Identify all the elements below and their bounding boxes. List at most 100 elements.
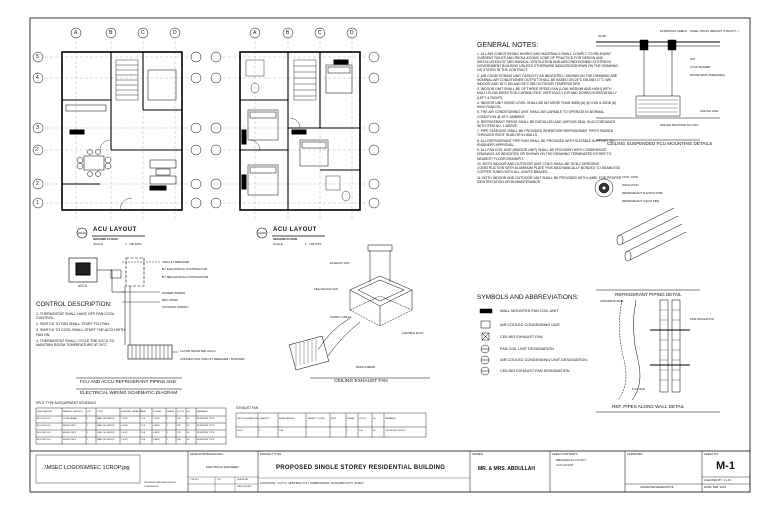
owner-rep: OWNER REPRESENTATIVE — [640, 486, 674, 489]
table-cell: WALL MOUNTED — [97, 432, 115, 434]
table-cell: BEDROOM 2 — [63, 432, 77, 434]
logo-placeholder — [35, 454, 141, 484]
table-cell: 1 — [167, 425, 169, 427]
note-item: 3. INDOOR UNIT SHALL BE OF THREE SPEED F… — [477, 87, 617, 100]
wall-label: PIPE INSULATION — [690, 317, 714, 321]
wiring-label: REF. PIPES — [162, 298, 179, 302]
table-cell: INVERTER TYPE — [197, 425, 215, 427]
fcu-label: STEEL TRUSS (ABSORT. STRUCT'L.) — [690, 29, 739, 33]
ceiling-fcu-detail — [596, 39, 720, 141]
sheet-number: M-1 — [716, 460, 735, 472]
table-cell: 1.0 HP — [121, 439, 128, 441]
small-label: PROFESSIONAL REGULATION — [144, 482, 176, 484]
note-item: 8. ALL REFRIGERANT PIPE RUN SHALL BE PRO… — [477, 138, 614, 147]
table-cell: 230 — [177, 439, 181, 441]
table-cell: T&B — [279, 430, 284, 432]
note-item: 2. AIR CONDITIONING UNIT CAPACITY AS IND… — [477, 73, 618, 86]
ceiling-fan-caption: CEILING EXHAUST FAN — [334, 379, 388, 384]
note-item: 5. THE AIR CONDITIONING UNIT SHALL BE CA… — [477, 110, 605, 119]
table-cell: WALL MOUNTED — [97, 439, 115, 441]
ref-pipes-wall-caption: REF. PIPES ALONG WALL DETAIL — [612, 404, 685, 409]
table-header: TYPE — [97, 411, 103, 413]
grid-label-4: 4 — [36, 75, 39, 81]
table-cell: WALL MOUNTED — [97, 418, 115, 420]
table-cell: 1.1KW — [153, 418, 160, 420]
ref-pipes-wall-detail — [596, 299, 720, 413]
table-header: Hz — [373, 418, 376, 420]
title-block-lines — [30, 450, 750, 492]
table-cell: 1 — [167, 418, 169, 420]
project-location: LOCATION : LOT 5, CENTRAL CITY SUBDIVISI… — [260, 481, 364, 485]
control-item: 2. SWITCH TO FAN SHALL START FCU FAN. — [36, 322, 111, 327]
table-cell: 1 — [87, 418, 89, 420]
note-item: 7. PIPE SLEEVING SHALL BE PROVIDED WHERE… — [477, 129, 614, 138]
table-cell: 230 — [177, 418, 181, 420]
plan-right-scale: 1 : 100 MTS — [305, 242, 322, 246]
design-prof-label: DESIGN PROFESSIONAL — [190, 452, 224, 456]
table-cell: WALL MOUNTED — [97, 425, 115, 427]
fcu-label: CEILING MOUNTED A/C UNIT — [660, 123, 699, 127]
sheet-date: DATE: FEB. 2019 — [704, 485, 727, 489]
table-cell: 230 — [177, 425, 181, 427]
sheet-contents-label: SHEET CONTENTS — [552, 452, 578, 456]
note-item: 4. INDOOR UNIT NOISE LEVEL SHALL BE NO M… — [477, 100, 617, 110]
grid-label-b: B — [109, 30, 113, 36]
grid-label-2: 2 — [36, 181, 39, 187]
owner-name: MR. & MRS. ABDULLAH — [478, 466, 536, 472]
table-cell: ACU-4/FCU-4 — [37, 439, 51, 441]
grid-label-d: D — [173, 30, 177, 36]
plan-left-title: ACU LAYOUT — [93, 227, 137, 233]
table-cell: 60 — [187, 439, 190, 441]
table-header: DESIGNATION — [37, 411, 52, 413]
symbol-label: AIR COOLED CONDENSING UNIT DESIGNATION — [500, 358, 587, 362]
fcu-label: NUT — [690, 57, 696, 61]
control-list: 1. THERMOSTAT SHALL HAVE OFF-FAN-COOL CO… — [36, 312, 126, 349]
piping-label: INSULATION — [622, 183, 639, 187]
checked-by: CHECKED BY: J.L.M. — [704, 478, 732, 482]
general-notes-list: 1. ALL AIR CONDITIONING WORKS AND MATERI… — [477, 52, 622, 185]
wiring-label: FLOOR MOUNTED ACCU — [180, 349, 216, 353]
table-cell: 1 — [167, 439, 169, 441]
table-header: PHASE — [167, 411, 175, 413]
plan-right-title: ACU LAYOUT — [273, 227, 317, 233]
grid-label-1: 1 — [36, 200, 39, 206]
table-cell: 1 — [167, 432, 169, 434]
plan-right-subtitle: SECOND FLOOR — [273, 237, 298, 241]
fan-label: FLEXIBLE DUCT — [402, 331, 424, 335]
wiring-label: CONTROL WIRING — [162, 305, 189, 309]
wall-label: FLAT BAR — [632, 387, 646, 391]
second-floor-plan — [218, 36, 368, 220]
control-item: 4. THERMOSTAT SHALL CYCLE THE ACCU TO MA… — [36, 338, 115, 347]
fcu-label: EXPANSION SHIELD — [660, 29, 687, 33]
wiring-label: CONNECTION CIRCUIT BREAKER / STARTER — [180, 357, 245, 361]
ceiling-exhaust-fan-detail — [288, 244, 430, 379]
table-header: QUANTITY — [259, 418, 271, 420]
table-cell: 60 — [187, 432, 190, 434]
table-cell: INVERTER TYPE — [197, 418, 215, 420]
sheet-contents-1: MECHANICAL LAYOUT — [556, 458, 586, 462]
table-cell: 1.0 HP — [121, 425, 128, 427]
table-header: VOLTS — [359, 418, 367, 420]
ref-piping-caption: REFRIGERANT PIPING DETAIL — [615, 292, 682, 297]
note-item: 10. BOTH INDOOR AND OUTDOOR UNIT COILS S… — [477, 161, 621, 175]
fan-label: EXHAUST FAN — [330, 261, 350, 265]
grid-label-5: 5 — [36, 54, 39, 60]
grid-label-3: 3 — [36, 125, 39, 131]
table-cell: 0.8KW — [153, 439, 160, 441]
logo-path: ..\MSEC LOGOS\MSEC 1CROP.jpg — [42, 465, 130, 471]
table-cell: CEF-1 — [237, 430, 244, 432]
sheet-no-label: SHEET NO. — [704, 452, 720, 456]
table-cell: 60 — [187, 425, 190, 427]
discipline: ELECTRICAL ENGINEER — [206, 465, 239, 469]
table-cell: BEDROOM 3 — [63, 439, 77, 441]
table-header: REMARKS — [385, 418, 396, 420]
table-header: NOMINAL CAPACITY — [121, 411, 143, 413]
grid-label-a: A — [74, 30, 78, 36]
piping-label: VINYL TAPE — [622, 175, 638, 179]
grid-label-b2: B — [286, 30, 290, 36]
wiring-label: POWER WIRING — [162, 291, 186, 295]
wiring-caption-2: ELECTRICAL WIRING SCHEMATIC DIAGRAM — [80, 390, 178, 395]
table-cell: 1 — [87, 432, 89, 434]
grid-label-c: C — [141, 30, 145, 36]
